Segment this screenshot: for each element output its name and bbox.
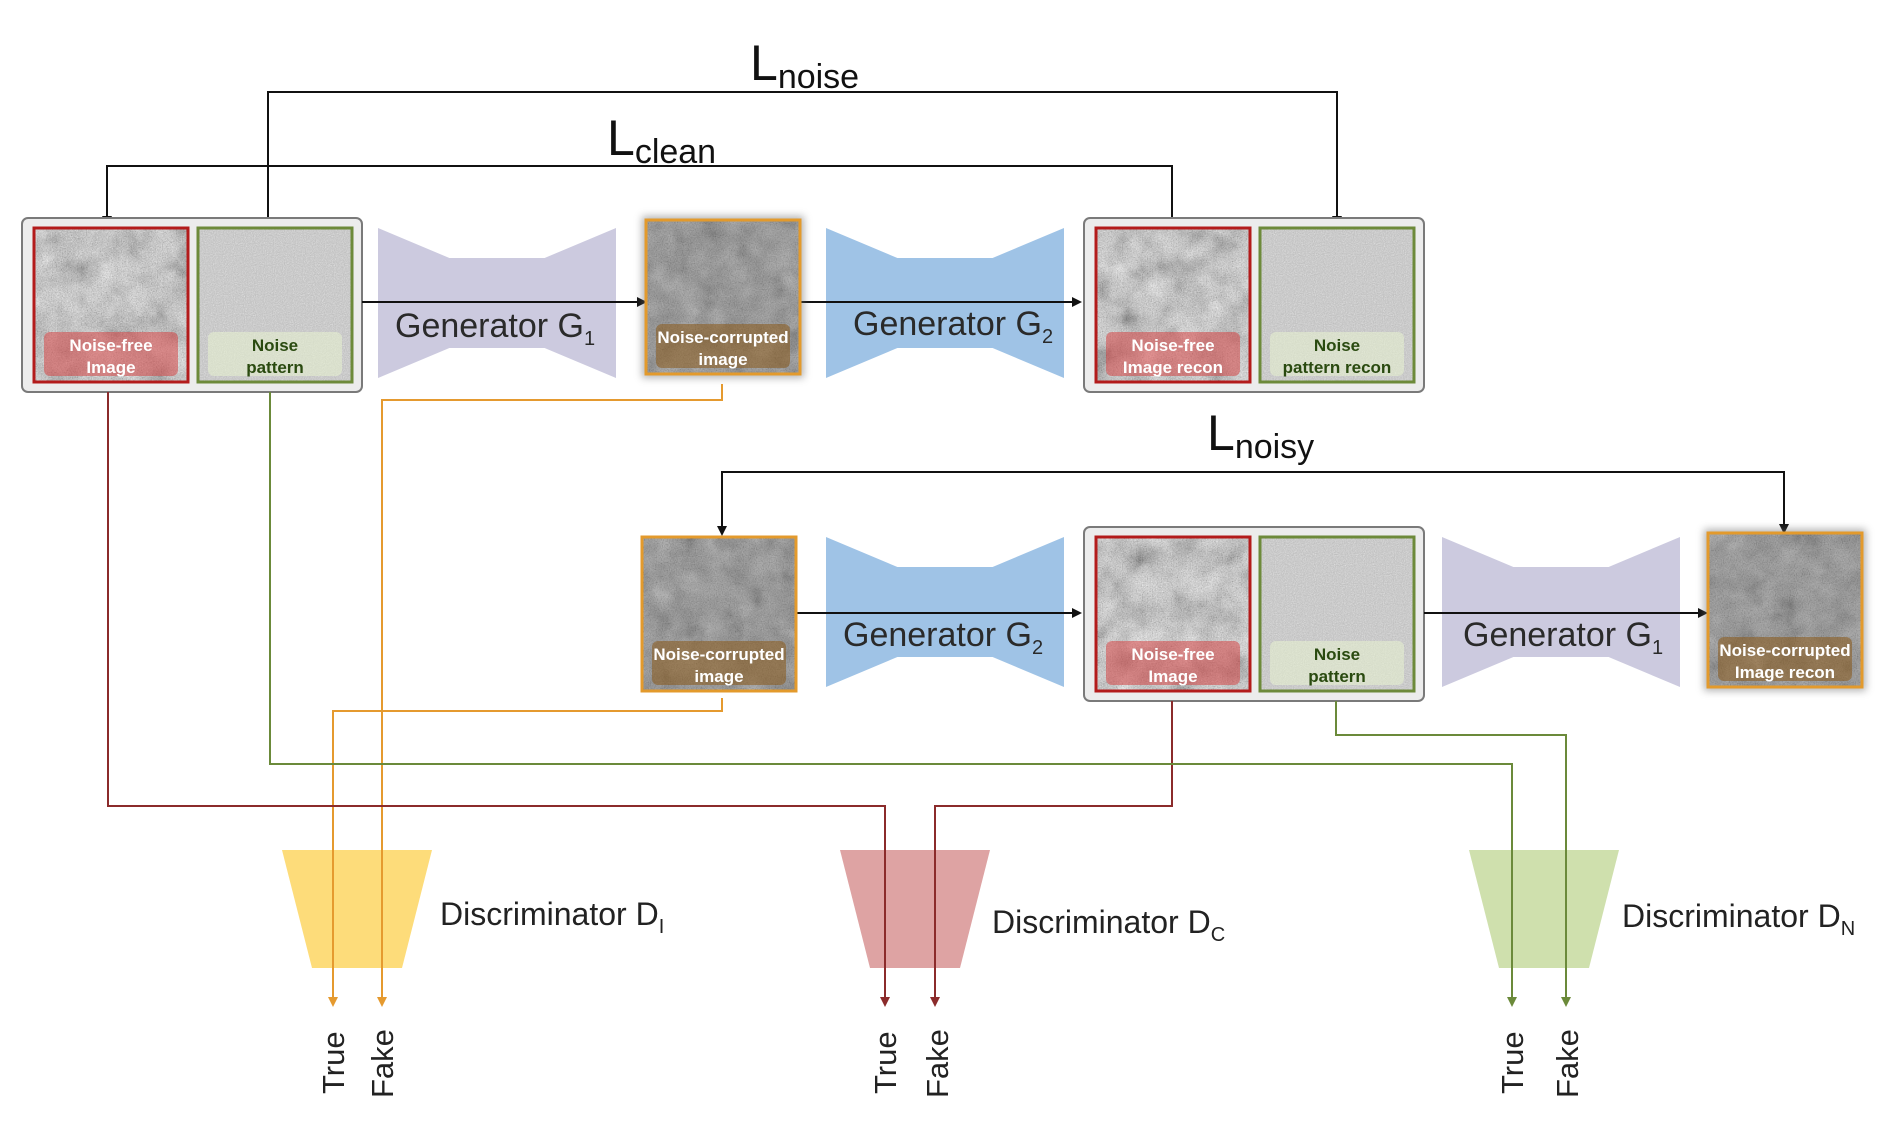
discriminator-dc-shape [840, 850, 990, 968]
output-di-true: True [316, 1031, 351, 1094]
output-dc-true: True [868, 1031, 903, 1094]
clean-loss-label: Lclean [607, 110, 716, 171]
route-noisy-real-to-di [328, 698, 723, 1007]
tile-label-line2: Image [86, 358, 135, 377]
tile-label-line1: Noise [1314, 645, 1360, 664]
noisy-loss-label: Lnoisy [1207, 405, 1314, 466]
tile-label-line2: Image recon [1123, 358, 1223, 377]
noise-loss-label: Lnoise [750, 35, 859, 96]
tile-top-noise-pattern-recon: Noise pattern recon [1258, 226, 1416, 384]
tile-label-line1: Noise-free [69, 336, 152, 355]
generator-g2-top-label: Generator G2 [853, 305, 1053, 348]
tile-label-line1: Noise-corrupted [657, 328, 788, 347]
route-noisy-generated-to-di [377, 384, 723, 1007]
tile-label-line2: Image recon [1735, 663, 1835, 682]
tile-label-line1: Noise-free [1131, 645, 1214, 664]
tile-top-noise-pattern: Noise pattern [196, 226, 354, 384]
tile-label-line2: Image [1148, 667, 1197, 686]
tile-label-line2: pattern [1308, 667, 1366, 686]
tile-bottom-noise-pattern: Noise pattern [1258, 535, 1416, 693]
discriminator-dn-shape [1469, 850, 1619, 968]
discriminator-dc-label: Discriminator DC [992, 904, 1225, 946]
output-dn-fake: Fake [1550, 1029, 1585, 1098]
tile-label-line2: pattern recon [1283, 358, 1392, 377]
route-clean-generated-to-dc [930, 701, 1173, 1007]
tile-label-line1: Noise [1314, 336, 1360, 355]
route-noise-real-to-dn [269, 392, 1517, 1007]
output-dn-true: True [1495, 1031, 1530, 1094]
route-clean-real-to-dc [107, 392, 890, 1007]
output-dc-fake: Fake [920, 1029, 955, 1098]
clean-loss-bracket [102, 165, 1173, 226]
tile-label-line2: image [698, 350, 747, 369]
tile-label-line2: image [694, 667, 743, 686]
tile-label-line1: Noise-corrupted [653, 645, 784, 664]
route-noise-generated-to-dn [1335, 701, 1571, 1007]
tile-label-line1: Noise-corrupted [1719, 641, 1850, 660]
discriminator-di-shape [282, 850, 432, 968]
output-di-fake: Fake [365, 1029, 400, 1098]
noise-loss-bracket [267, 91, 1342, 226]
tile-label-line1: Noise-free [1131, 336, 1214, 355]
tile-label-line1: Noise [252, 336, 298, 355]
tile-label-line2: pattern [246, 358, 304, 377]
tile-top-noise-corrupted-image: Noise-corrupted image [642, 216, 804, 378]
tile-bottom-noise-corrupted-image: Noise-corrupted image [640, 535, 798, 693]
noisy-loss-bracket [721, 471, 1789, 534]
discriminator-di-label: Discriminator DI [440, 896, 664, 938]
generator-g2-bottom-label: Generator G2 [843, 616, 1043, 659]
generator-g1-bottom-label: Generator G1 [1463, 616, 1663, 659]
discriminator-dn-label: Discriminator DN [1622, 898, 1855, 940]
generator-g1-top-label: Generator G1 [395, 307, 595, 350]
